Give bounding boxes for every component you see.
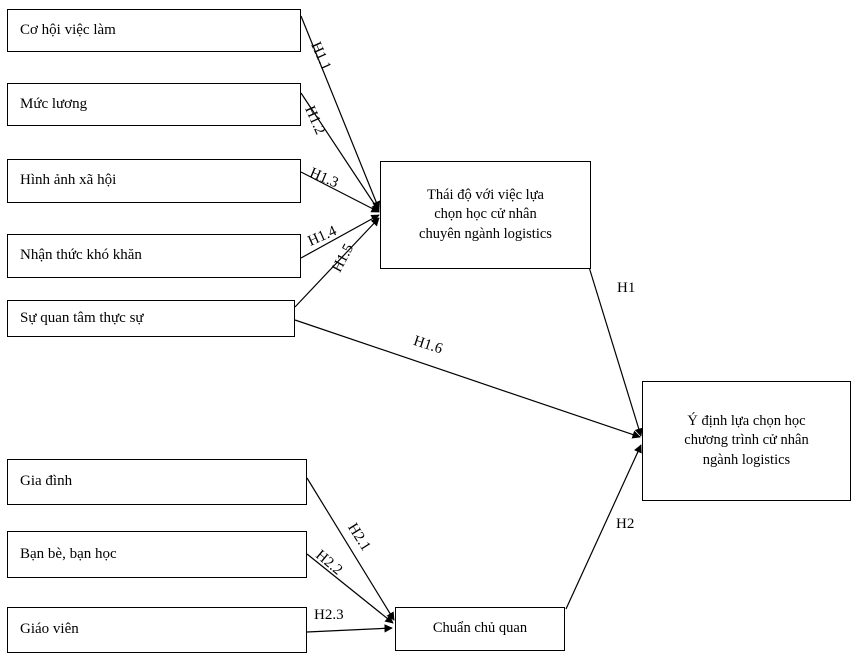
edge-h1-4 [300, 214, 380, 259]
node-y-dinh[interactable]: Ý định lựa chọn học chương trình cử nhân… [642, 381, 851, 501]
node-su-quan-tam-thuc-su[interactable]: Sự quan tâm thực sự [7, 300, 295, 337]
edge-h1-2 [300, 92, 380, 212]
node-giao-vien[interactable]: Giáo viên [7, 607, 307, 653]
node-label: Giáo viên [20, 621, 79, 638]
node-label: Hình ảnh xã hội [20, 172, 117, 189]
edge-h2-1 [306, 477, 395, 621]
node-label: Gia đình [20, 473, 73, 490]
node-muc-luong[interactable]: Mức lương [7, 83, 301, 126]
edge-label-h1: H1 [617, 280, 636, 296]
node-thai-do[interactable]: Thái độ với việc lựa chọn học cử nhân ch… [380, 161, 591, 269]
node-label: Cơ hội việc làm [20, 21, 116, 38]
node-label: Ý định lựa chọn học chương trình cử nhân… [684, 413, 809, 468]
edge-h2-2 [306, 553, 394, 624]
node-label: Sự quan tâm thực sự [20, 309, 144, 326]
edge-h1-5 [294, 217, 380, 308]
edge-h1 [588, 266, 643, 437]
node-hinh-anh-xa-hoi[interactable]: Hình ảnh xã hội [7, 159, 301, 203]
edge-h2-3 [306, 624, 393, 633]
node-label: Bạn bè, bạn học [20, 545, 117, 562]
node-gia-dinh[interactable]: Gia đình [7, 459, 307, 505]
node-chuan-chu-quan[interactable]: Chuẩn chủ quan [395, 607, 565, 651]
node-co-hoi-viec-lam[interactable]: Cơ hội việc làm [7, 9, 301, 52]
node-label: Thái độ với việc lựa chọn học cử nhân ch… [419, 187, 552, 242]
node-label: Nhận thức khó khăn [20, 247, 142, 264]
node-ban-be-ban-hoc[interactable]: Bạn bè, bạn học [7, 531, 307, 578]
edge-h1-6 [294, 319, 641, 439]
edge-h1-3 [300, 171, 380, 213]
edge-h2 [565, 444, 642, 610]
node-label: Chuẩn chủ quan [432, 620, 528, 637]
edge-label-h2-3: H2.3 [314, 607, 344, 623]
edge-label-h2: H2 [616, 516, 635, 532]
node-nhan-thuc-kho-khan[interactable]: Nhận thức khó khăn [7, 234, 301, 278]
edge-h1-1 [300, 15, 381, 210]
node-label: Mức lương [20, 95, 88, 112]
